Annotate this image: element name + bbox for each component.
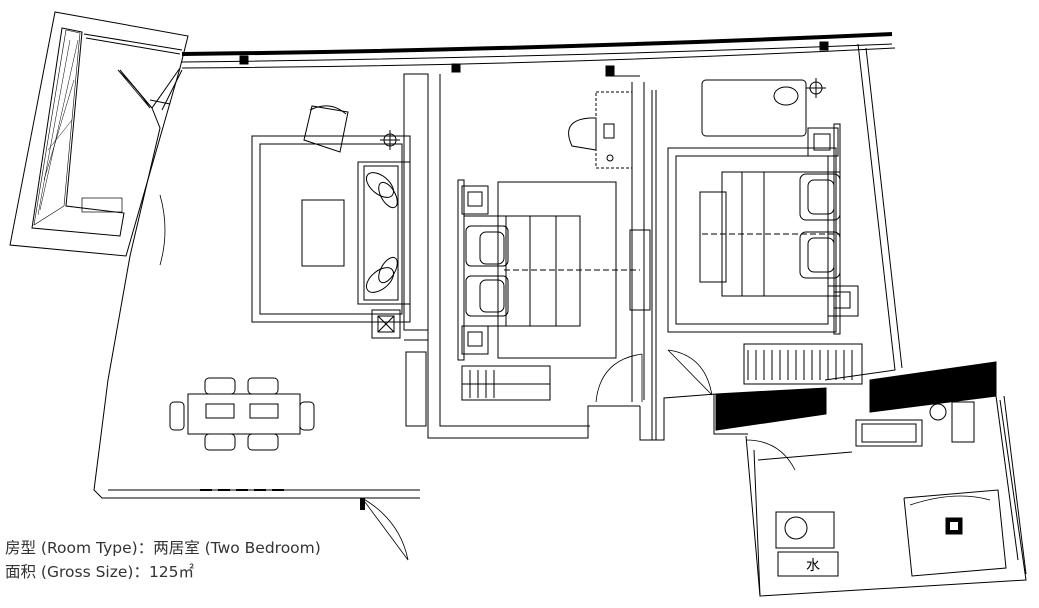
bedroom-2 xyxy=(667,78,863,385)
facade-glazing xyxy=(181,32,896,77)
gross-size-caption: 面积 (Gross Size)：125㎡ xyxy=(5,563,195,581)
living-room xyxy=(251,105,411,339)
door-swings xyxy=(117,69,991,561)
dining-set xyxy=(169,377,315,451)
bathroom xyxy=(715,361,1027,597)
outer-walls xyxy=(93,43,903,499)
bath-label: 水 xyxy=(806,558,820,574)
corridor xyxy=(639,90,748,441)
bedroom-1 xyxy=(457,91,651,401)
partition-walls xyxy=(403,73,645,439)
room-type-caption: 房型 (Room Type)：两居室 (Two Bedroom) xyxy=(5,539,321,557)
balcony-wing xyxy=(9,11,189,257)
